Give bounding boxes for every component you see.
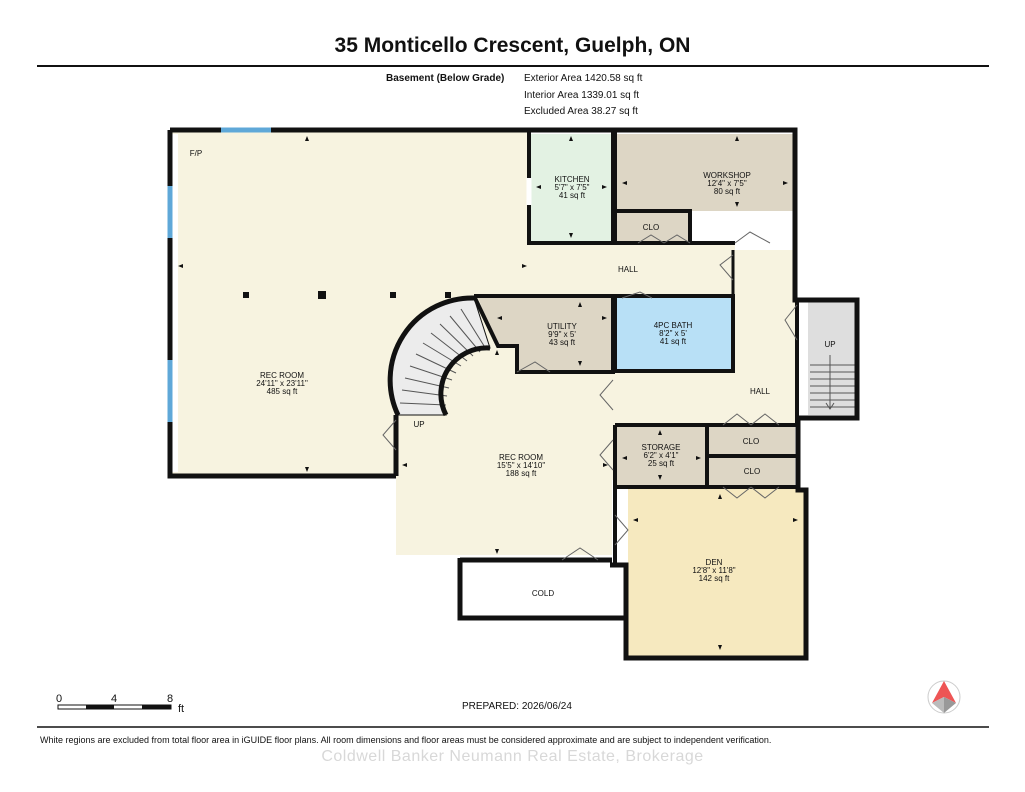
interior-area: Interior Area 1339.01 sq ft <box>524 90 640 101</box>
scale-labels: 0 4 8 ft <box>56 693 184 715</box>
right-stair <box>810 355 855 410</box>
dimension-arrows <box>178 136 798 650</box>
bath-floor <box>615 298 732 369</box>
scale-bar-icon <box>57 704 172 710</box>
exterior-area: Exterior Area 1420.58 sq ft <box>524 73 643 84</box>
den-area: 142 sq ft <box>699 574 730 583</box>
disclaimer-note: White regions are excluded from total fl… <box>40 735 772 745</box>
compass-icon <box>927 680 961 714</box>
page-title: 35 Monticello Crescent, Guelph, ON <box>334 34 691 57</box>
utility-name: UTILITY <box>547 322 577 331</box>
title-divider <box>37 65 989 67</box>
scale-tick-4: 4 <box>111 693 117 705</box>
bath-name: 4PC BATH <box>654 321 693 330</box>
clo-top-floor <box>617 211 689 243</box>
clo-low-floor <box>709 458 795 485</box>
bath-area: 41 sq ft <box>660 337 687 346</box>
den-floor <box>628 489 804 656</box>
room-labels: F/P REC ROOM 24'11" x 23'11" 485 sq ft K… <box>190 149 836 598</box>
walls <box>167 127 860 661</box>
clo-top-label: CLO <box>643 223 659 232</box>
rec-room-2-name: REC ROOM <box>499 453 543 462</box>
utility-dims: 9'9" x 5' <box>548 330 576 339</box>
support-posts <box>243 291 451 299</box>
den-name: DEN <box>706 558 723 567</box>
kitchen-dims: 5'7" x 7'5" <box>555 183 590 192</box>
workshop-name: WORKSHOP <box>703 171 751 180</box>
hall-top-label: HALL <box>618 265 639 274</box>
fireplace-label: F/P <box>190 149 202 158</box>
windows <box>167 127 271 422</box>
rec-room-main-dims: 24'11" x 23'11" <box>256 379 308 388</box>
excluded-strip <box>170 134 178 472</box>
cold-room-label: COLD <box>532 589 554 598</box>
stair-landing-floor <box>808 300 856 415</box>
hall-right-label: HALL <box>750 387 771 396</box>
kitchen-name: KITCHEN <box>554 175 589 184</box>
scale-tick-8: 8 <box>167 693 173 705</box>
workshop-floor <box>617 134 793 211</box>
bath-dims: 8'2" x 5' <box>659 329 687 338</box>
clo-mid-floor <box>709 427 795 455</box>
scale-tick-0: 0 <box>56 693 62 705</box>
workshop-area: 80 sq ft <box>714 187 741 196</box>
den-dims: 12'8" x 11'8" <box>692 566 735 575</box>
excluded-area: Excluded Area 38.27 sq ft <box>524 106 638 117</box>
storage-dims: 6'2" x 4'1" <box>644 451 679 460</box>
stair-up-curved-label: UP <box>413 420 424 429</box>
storage-name: STORAGE <box>642 443 681 452</box>
storage-area: 25 sq ft <box>648 459 675 468</box>
door-swings <box>382 178 798 561</box>
level-label: Basement (Below Grade) <box>386 73 505 84</box>
prepared-date: PREPARED: 2026/06/24 <box>462 701 572 712</box>
utility-floor <box>478 298 612 370</box>
utility-area: 43 sq ft <box>549 338 576 347</box>
stair-up-right-label: UP <box>824 340 835 349</box>
brokerage-watermark: Coldwell Banker Neumann Real Estate, Bro… <box>321 748 704 765</box>
scale-unit: ft <box>178 703 184 715</box>
kitchen-area: 41 sq ft <box>559 191 586 200</box>
rec-room-2-dims: 15'5" x 14'10" <box>497 461 545 470</box>
kitchen-floor <box>531 134 612 241</box>
rec-room-2-area: 188 sq ft <box>506 469 537 478</box>
rec-room-main-name: REC ROOM <box>260 371 304 380</box>
clo-low-label: CLO <box>744 467 760 476</box>
workshop-dims: 12'4" x 7'5" <box>707 179 747 188</box>
clo-mid-label: CLO <box>743 437 759 446</box>
rec-room-main-area: 485 sq ft <box>267 387 298 396</box>
cold-room-floor <box>462 570 624 616</box>
